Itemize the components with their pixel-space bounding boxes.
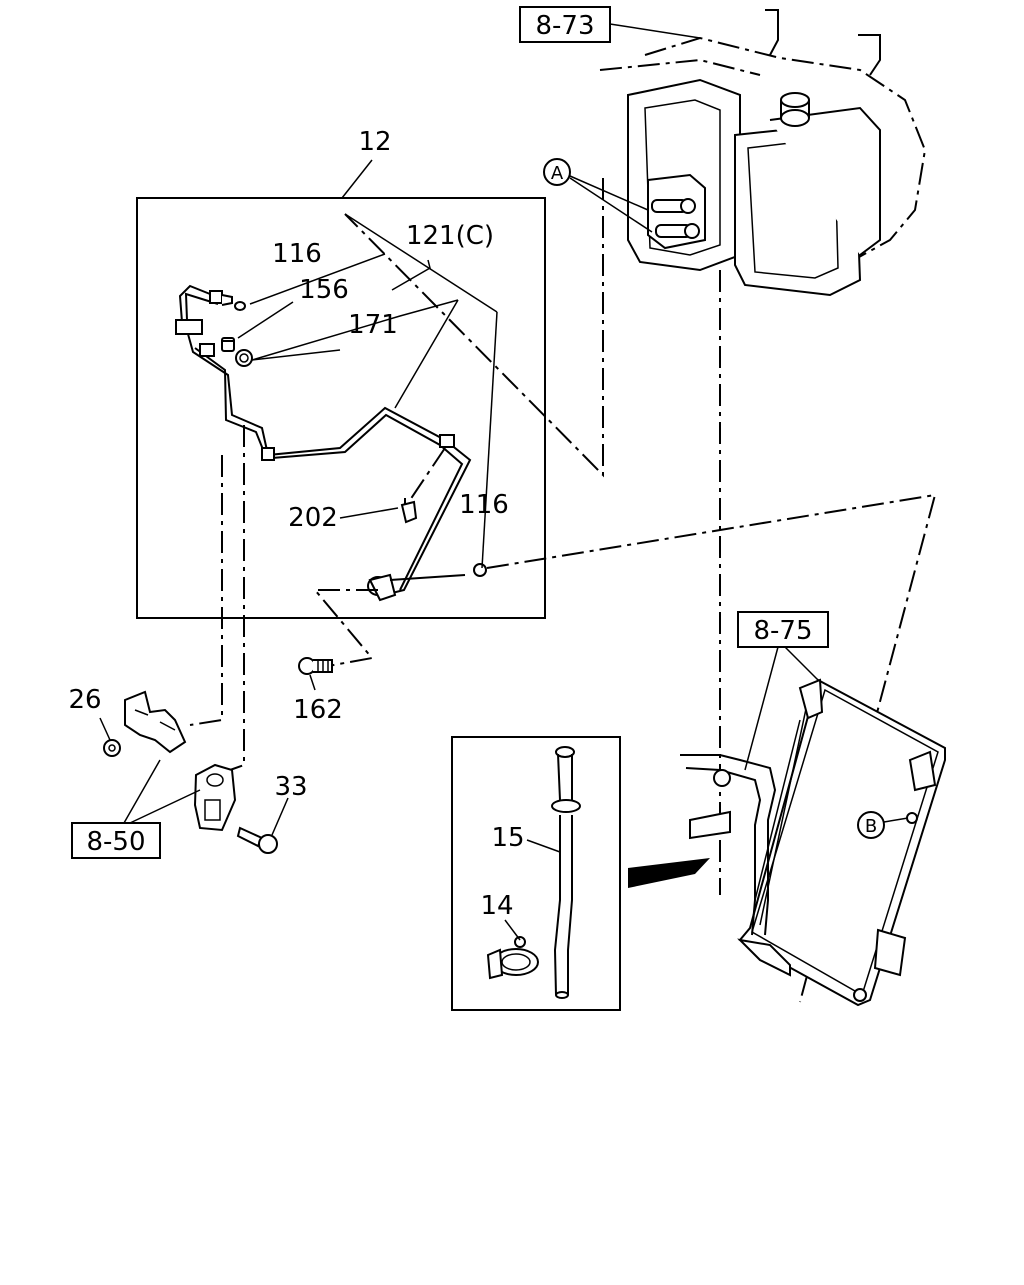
inset-detail-box (451, 736, 621, 1011)
marker-a-label: A (551, 163, 564, 184)
label-116-bottom[interactable]: 116 (459, 490, 509, 520)
valve-core-156[interactable] (221, 337, 235, 352)
detail-pointer-arrow (628, 858, 710, 888)
label-33[interactable]: 33 (274, 772, 307, 802)
condenser-illustration (680, 678, 946, 1007)
ref-box-8-50[interactable]: 8-50 (71, 822, 161, 859)
label-14[interactable]: 14 (480, 891, 513, 921)
assembly-12-box (136, 197, 546, 619)
ref-label-8-75: 8-75 (753, 616, 812, 646)
label-121c[interactable]: 121(C) (406, 221, 494, 251)
ref-box-8-73[interactable]: 8-73 (519, 6, 611, 43)
label-26[interactable]: 26 (68, 685, 101, 715)
o-ring-116-top[interactable] (234, 301, 246, 311)
label-12[interactable]: 12 (358, 127, 391, 157)
bracket-clamp-lower[interactable] (193, 763, 237, 832)
label-202[interactable]: 202 (288, 503, 338, 533)
cap-171[interactable] (235, 349, 253, 367)
hvac-unit-illustration (599, 9, 927, 297)
o-ring-116-bottom[interactable] (473, 563, 487, 577)
label-156[interactable]: 156 (299, 275, 349, 305)
bolt-162[interactable] (298, 657, 333, 675)
marker-a[interactable]: A (543, 158, 571, 186)
bolt-33[interactable] (236, 826, 278, 854)
marker-b[interactable]: B (857, 811, 885, 839)
switch-202[interactable] (400, 498, 418, 524)
hose-15[interactable] (551, 746, 581, 999)
label-15[interactable]: 15 (491, 823, 524, 853)
label-171[interactable]: 171 (348, 310, 398, 340)
ref-label-8-73: 8-73 (535, 11, 594, 41)
ref-label-8-50: 8-50 (86, 827, 145, 857)
nut-26[interactable] (103, 739, 121, 757)
bracket-clamp-upper[interactable] (124, 690, 187, 754)
marker-b-label: B (865, 816, 877, 837)
label-116-top[interactable]: 116 (272, 239, 322, 269)
clamp-14[interactable] (486, 936, 539, 980)
ref-box-8-75[interactable]: 8-75 (737, 611, 829, 648)
ac-pipe-assembly (175, 284, 472, 602)
label-162[interactable]: 162 (293, 695, 343, 725)
